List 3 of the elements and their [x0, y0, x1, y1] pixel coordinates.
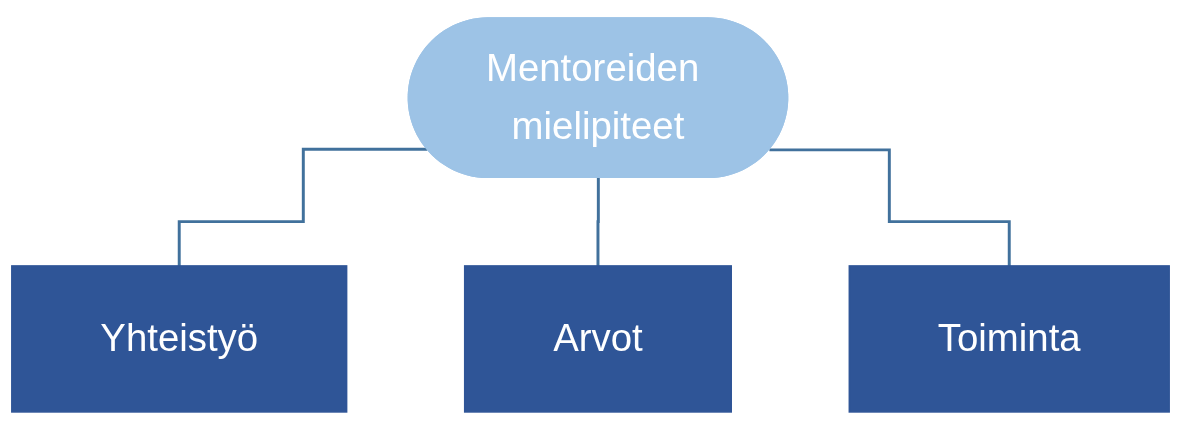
node-box: Yhteistyö: [11, 265, 348, 413]
node-box: Arvot: [463, 265, 732, 413]
node-box: Toiminta: [848, 265, 1170, 413]
